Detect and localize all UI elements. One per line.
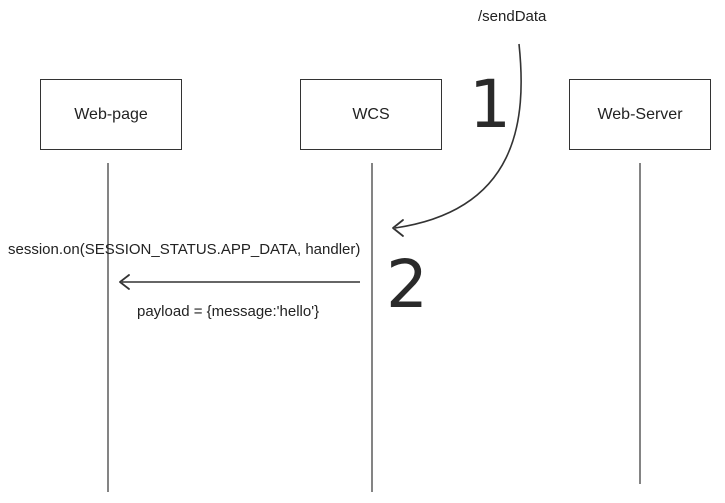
step-2-number: 2: [386, 246, 428, 323]
participant-wcs: WCS: [300, 79, 442, 150]
session-handler-label: session.on(SESSION_STATUS.APP_DATA, hand…: [8, 241, 361, 258]
participant-wcs-label: WCS: [352, 105, 390, 123]
participant-web-server: Web-Server: [569, 79, 711, 150]
app-data-arrowhead: [119, 274, 130, 290]
send-data-arrowhead: [392, 219, 404, 237]
send-data-arrow: [394, 43, 522, 229]
participant-web-page: Web-page: [40, 79, 182, 150]
payload-label: payload = {message:'hello'}: [137, 303, 320, 320]
participant-web-server-label: Web-Server: [597, 105, 683, 123]
send-data-label: /sendData: [478, 8, 547, 25]
participant-web-page-label: Web-page: [74, 105, 148, 123]
step-1-number: 1: [469, 66, 511, 143]
